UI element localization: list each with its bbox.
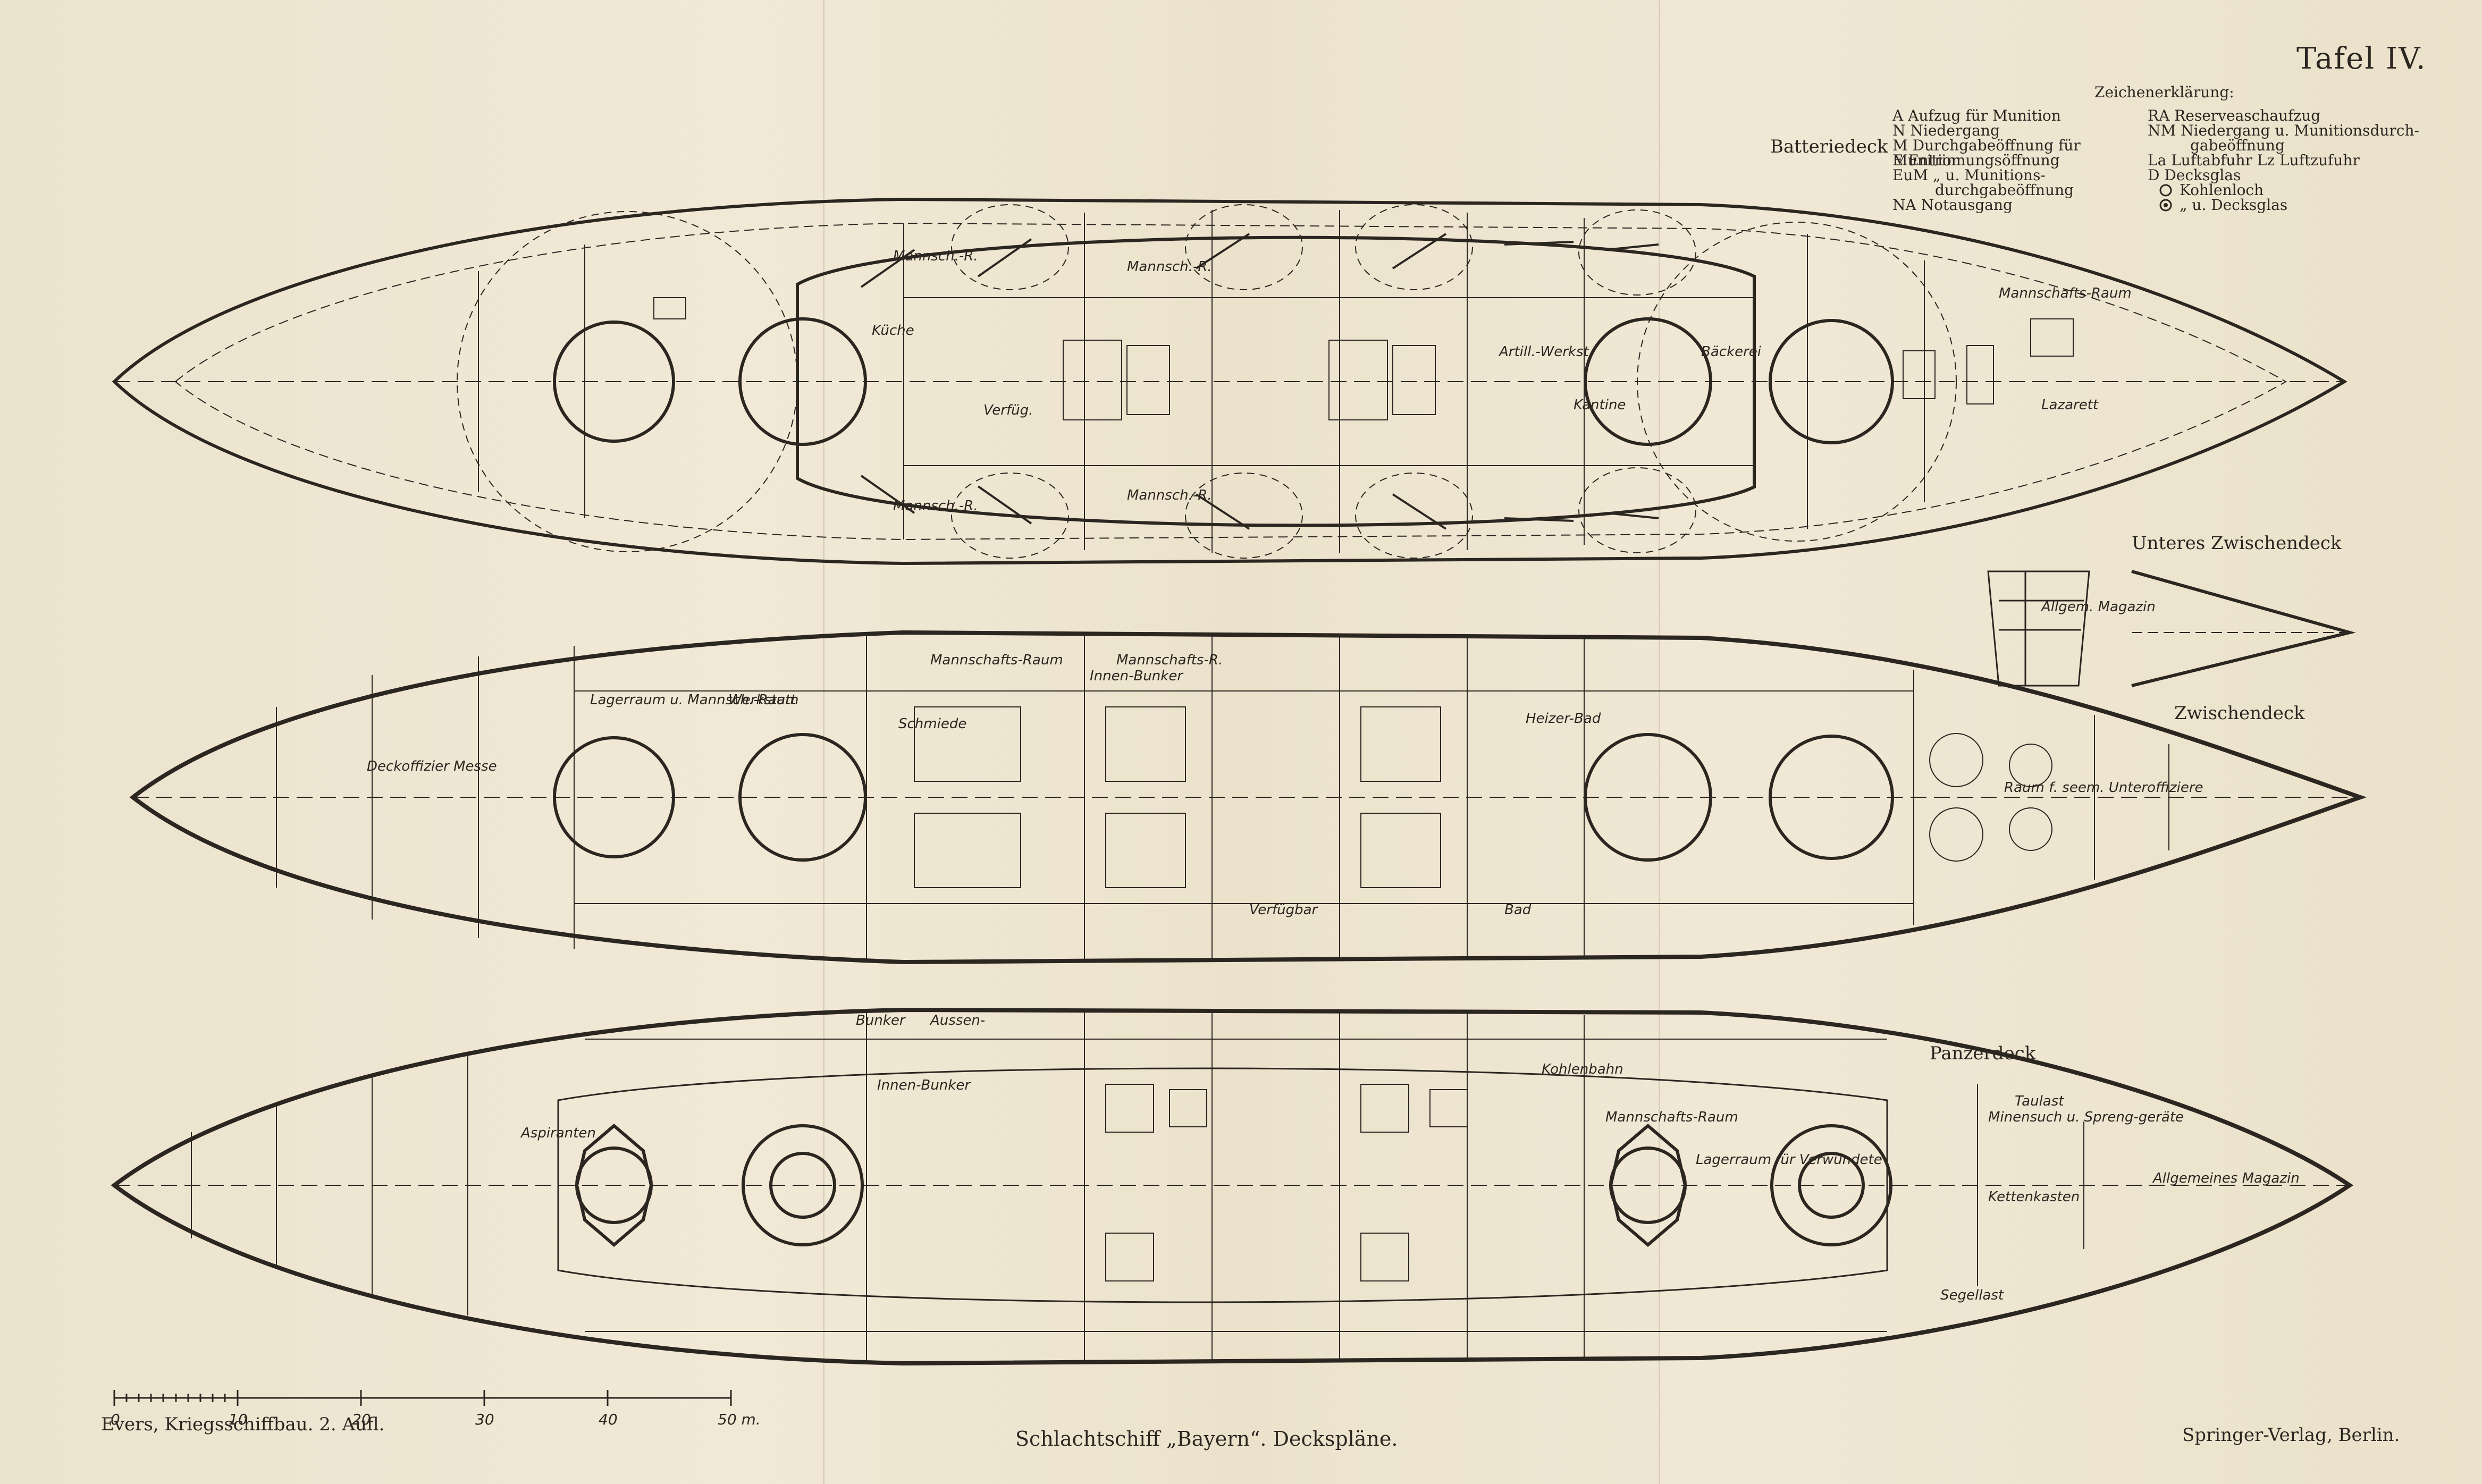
compartment-label: Mannschafts-Raum — [930, 652, 1063, 668]
legend-entry: NA Notausgang — [1892, 196, 2013, 214]
compartment-label: Bunker — [856, 1013, 906, 1028]
compartment-label: Schmiede — [898, 716, 966, 732]
compartment-label: Artill.-Werkst. — [1498, 344, 1593, 360]
legend-entry: M Durchgabeöffnung für Munition — [1892, 137, 2081, 169]
scale-tick-label: 20 — [352, 1411, 371, 1428]
panzerdeck-plan — [111, 1007, 2354, 1366]
compartment-label: Aspiranten — [520, 1125, 596, 1141]
compartment-label: Lazarett — [2041, 397, 2099, 413]
compartment-label: Bad — [1504, 902, 1532, 918]
scale-bar — [113, 1390, 732, 1406]
legend-entry: durchgabeöffnung — [1935, 181, 2074, 199]
deck-label-unteres-zwischendeck: Unteres Zwischendeck — [2132, 533, 2342, 554]
scale-labels: 0 10 20 30 40 50 m. — [111, 1411, 761, 1428]
deck-label-zwischendeck: Zwischendeck — [2174, 703, 2305, 724]
compartment-label: Kettenkasten — [1988, 1189, 2080, 1205]
fold-line — [1659, 0, 1660, 1484]
compartment-label: Lagerraum u. Mannsch.-Raum — [590, 692, 798, 708]
legend-entry: La Luftabfuhr Lz Luftzufuhr — [2148, 151, 2360, 169]
batteriedeck-plan — [112, 197, 2348, 566]
compartment-label: Allgemeines Magazin — [2152, 1170, 2300, 1186]
compartment-labels: Mannsch.-R. Mannsch.-R. Mannsch.-R. Mann… — [367, 248, 2300, 1303]
scale-tick-label: 40 — [599, 1411, 618, 1428]
footer-center-caption: Schlachtschiff „Bayern“. Deckspläne. — [1015, 1427, 1398, 1451]
compartment-label: Taulast — [2015, 1093, 2064, 1109]
panzerdeck-turret-barbettes — [575, 1124, 1892, 1247]
compartment-label: Innen-Bunker — [1090, 668, 1184, 684]
coal-hole-symbol-icon — [2159, 184, 2172, 212]
compartment-label: Mannsch.-R. — [1127, 259, 1212, 275]
compartment-label: Mannschafts-Raum — [1999, 285, 2132, 301]
plate-label: Tafel IV. — [2296, 41, 2427, 76]
deck-label-panzerdeck: Panzerdeck — [1930, 1043, 2036, 1064]
compartment-label: Innen-Bunker — [877, 1077, 971, 1093]
compartment-label: Allgem. Magazin — [2040, 599, 2156, 615]
legend-entry: Kohlenloch — [2180, 181, 2264, 199]
legend-entry: „ u. Decksglas — [2180, 196, 2288, 214]
compartment-label: Mannsch.-R. — [893, 498, 978, 514]
compartment-label: Werkstatt — [728, 692, 796, 708]
legend-column-left: A Aufzug für Munition N Niedergang M Dur… — [1892, 108, 2142, 213]
compartment-label: Verfüg. — [983, 402, 1033, 418]
batteriedeck-casemate-guns — [860, 233, 1659, 530]
scale-tick-label: 0 — [111, 1411, 120, 1428]
legend-entry: EuM „ u. Munitions- — [1892, 166, 2046, 184]
fold-line — [823, 0, 824, 1484]
compartment-label: Minensuch u. Spreng-geräte — [1988, 1109, 2184, 1125]
footer-left: Evers, Kriegsschiffbau. 2. Aufl. — [101, 1414, 385, 1435]
compartment-label: Aussen- — [929, 1013, 985, 1028]
scale-tick-label: 30 — [475, 1411, 494, 1428]
legend-title: Zeichenerklärung: — [2094, 83, 2234, 101]
compartment-label: Lagerraum für Verwundete — [1696, 1152, 1882, 1168]
legend-entry: RA Reserveaschaufzug — [2148, 107, 2321, 124]
legend-entry: NM Niedergang u. Munitionsdurch- — [2148, 122, 2419, 139]
panzerdeck-hull — [111, 1007, 2354, 1366]
compartment-label: Segellast — [1940, 1287, 2004, 1303]
compartment-label: Kantine — [1574, 397, 1626, 413]
compartment-label: Mannsch.-R. — [893, 248, 978, 264]
compartment-label: Küche — [872, 323, 914, 339]
legend-entry: D Decksglas — [2148, 166, 2241, 184]
deck-label-batteriedeck: Batteriedeck — [1770, 136, 1888, 157]
compartment-label: Heizer-Bad — [1526, 711, 1601, 727]
footer-right: Springer-Verlag, Berlin. — [2182, 1424, 2400, 1446]
compartment-label: Bäckerei — [1701, 344, 1762, 360]
compartment-label: Verfügbar — [1249, 902, 1319, 918]
legend: Zeichenerklärung: A Aufzug für Munition … — [1892, 85, 2424, 218]
compartment-label: Mannschafts-Raum — [1605, 1109, 1738, 1125]
zwischendeck-turret-barbettes — [553, 733, 1894, 862]
zwischendeck-plan — [129, 630, 2367, 965]
compartment-label: Mannschafts-R. — [1116, 652, 1223, 668]
scale-tick-label: 10 — [229, 1411, 248, 1428]
legend-entry: A Aufzug für Munition — [1892, 107, 2061, 124]
compartment-label: Deckoffizier Messe — [367, 758, 497, 774]
scale-tick-label: 50 m. — [718, 1411, 761, 1428]
legend-entry: E Entrinnungsöffnung — [1892, 151, 2060, 169]
batteriedeck-turret-barbettes — [553, 317, 1894, 446]
compartment-label: Raum f. seem. Unteroffiziere — [2004, 780, 2203, 796]
compartment-label: Kohlenbahn — [1542, 1061, 1623, 1077]
unteres-zwischendeck-plan — [1987, 570, 2356, 687]
legend-entry: gabeöffnung — [2190, 137, 2285, 154]
legend-entry: N Niedergang — [1892, 122, 2000, 139]
compartment-label: Mannsch.-R. — [1127, 487, 1212, 503]
legend-column-right: RA Reserveaschaufzug NM Niedergang u. Mu… — [2148, 108, 2424, 213]
